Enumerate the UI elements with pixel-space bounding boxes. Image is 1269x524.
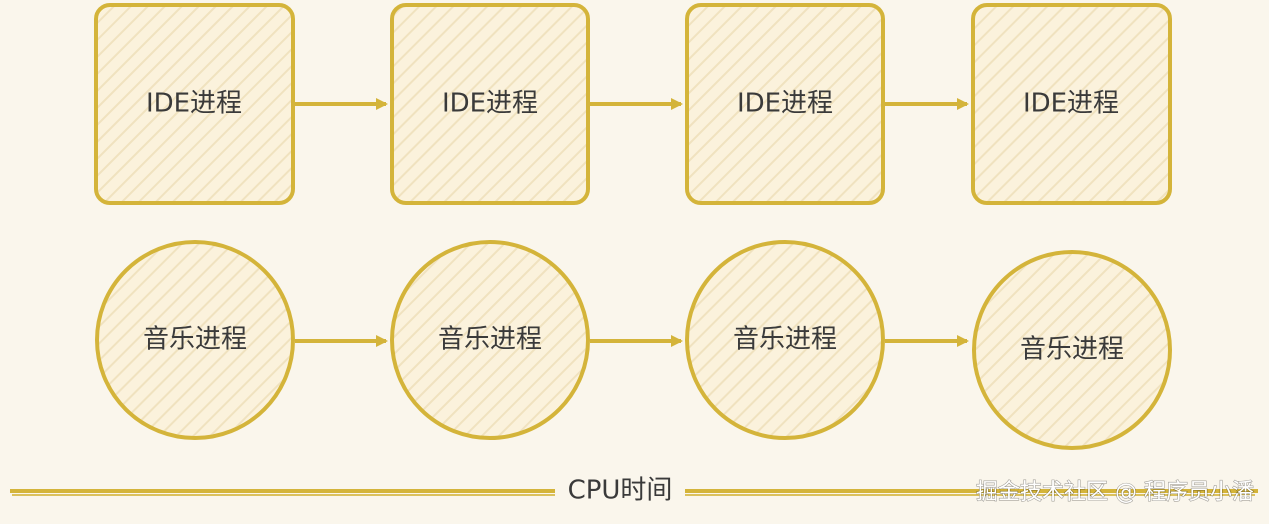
ide-process-node: IDE进程 [971, 3, 1172, 205]
axis-label: CPU时间 [568, 476, 673, 506]
music-process-node: 音乐进程 [685, 240, 885, 440]
ide-process-node: IDE进程 [94, 3, 295, 205]
music-process-node: 音乐进程 [972, 250, 1172, 450]
ide-process-label: IDE进程 [146, 89, 242, 119]
ide-process-label: IDE进程 [1023, 89, 1119, 119]
music-process-label: 音乐进程 [1020, 335, 1124, 365]
ide-process-node: IDE进程 [685, 3, 885, 205]
music-process-node: 音乐进程 [95, 240, 295, 440]
ide-process-label: IDE进程 [737, 89, 833, 119]
ide-process-row: IDE进程 IDE进程 IDE进程 IDE进程 [94, 3, 1172, 205]
watermark: 掘金技术社区 @ 程序员小潘 [976, 480, 1254, 505]
ide-process-label: IDE进程 [442, 89, 538, 119]
music-process-label: 音乐进程 [438, 325, 542, 355]
music-process-label: 音乐进程 [143, 325, 247, 355]
ide-process-node: IDE进程 [390, 3, 590, 205]
music-process-row: 音乐进程 音乐进程 音乐进程 音乐进程 [95, 240, 1172, 450]
music-process-node: 音乐进程 [390, 240, 590, 440]
cpu-time-axis: CPU时间 [10, 476, 1258, 506]
music-process-label: 音乐进程 [733, 325, 837, 355]
